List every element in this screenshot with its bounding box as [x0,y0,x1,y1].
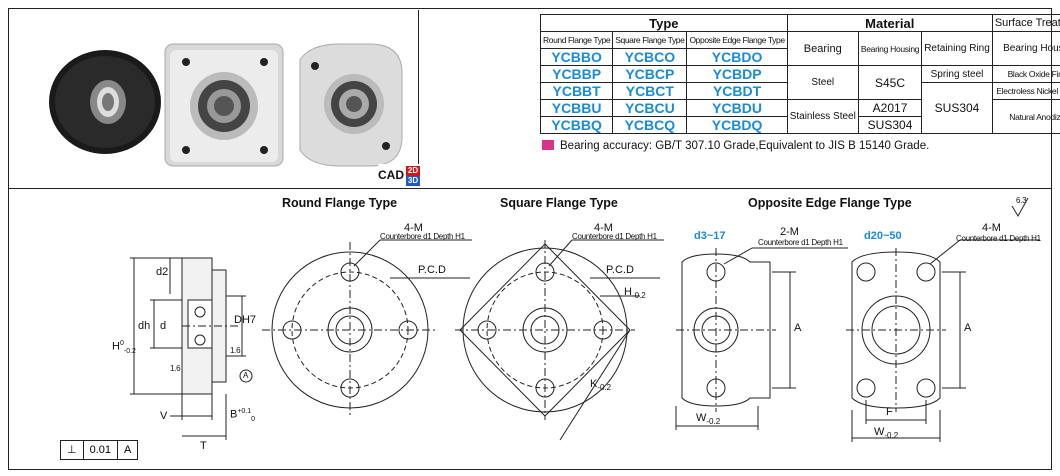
title-round: Round Flange Type [282,196,398,210]
product-illustration [49,43,403,167]
opposite-edge-small-view [675,247,848,430]
cad-badge[interactable]: CAD 2D 3D [378,164,422,188]
square-counterbore: Counterbore d1 Depth H1 [572,232,657,241]
side-d2-label: d2 [156,266,169,278]
round-flange-view [262,239,472,418]
outer-frame [8,8,1052,470]
roughness-mark [1011,197,1029,217]
side-dh7-label: DH7 [234,314,257,326]
code-cell[interactable]: YCBDT [686,82,788,100]
note-text: Bearing accuracy: GB/T 307.10 Grade,Equi… [560,140,930,152]
side-view [130,257,253,440]
cad-2d-badge[interactable]: 2D [406,166,420,176]
side-t-label: T [200,440,207,452]
section-divider [8,188,1052,189]
square-flange-view [455,239,664,441]
side-v-label: V [160,410,168,422]
side-r16b-label: 1.6 [170,364,181,373]
small-w-label: W-0.2 [696,412,721,427]
large-a-label: A [964,322,972,334]
opposite-edge-large-view [846,239,1040,442]
surface-anodizing: Natural Anodizing [991,99,1060,134]
side-dh-label: dh [138,320,151,332]
small-range-label: d3~17 [694,230,726,242]
roughness-label: 6.3 [1016,196,1027,205]
square-pcd: P.C.D [606,264,634,276]
side-r16-label: 1.6 [230,346,241,355]
cad-label: CAD [378,168,404,182]
surface-header: Surface Treatment [991,14,1060,32]
square-m-label: 4-M [594,222,613,234]
bearing-stainless: Stainless Steel [786,99,859,134]
large-counterbore: Counterbore d1 Depth H1 [956,234,1041,243]
title-opposite: Opposite Edge Flange Type [748,196,912,210]
round-m-label: 4-M [404,222,423,234]
small-a-label: A [794,322,802,334]
cad-3d-badge[interactable]: 3D [406,176,420,186]
col-housing: Bearing Housing [857,31,923,66]
small-m-label: 2-M [780,226,799,238]
side-d-label: d [160,320,167,332]
small-counterbore: Counterbore d1 Depth H1 [758,238,843,247]
code-cell[interactable]: YCBDQ [686,116,788,134]
spec-table: Type Material Surface Treatment Round Fl… [539,14,1060,134]
code-cell[interactable]: YCBCP [612,65,688,83]
product-photo: CAD 2D 3D [10,10,422,188]
large-range-label: d20~50 [864,230,902,242]
square-k-label: K-0.2 [590,378,612,393]
code-cell[interactable]: YCBBP [539,65,614,83]
tolerance-value: 0.01 [84,441,119,459]
square-h-label: H-0.2 [624,286,646,301]
title-square: Square Flange Type [500,196,618,210]
note-marker-icon [542,140,554,150]
tolerance-datum: A [124,444,132,456]
tolerance-frame: ⊥ 0.01 A [60,440,139,460]
housing-s45c: S45C [857,65,923,100]
bearing-accuracy-note: Bearing accuracy: GB/T 307.10 Grade,Equi… [542,140,929,152]
code-cell[interactable]: YCBBU [539,99,614,117]
code-cell[interactable]: YCBBO [539,48,614,66]
ring-sus304: SUS304 [921,82,993,134]
code-cell[interactable]: YCBCQ [612,116,688,134]
code-cell[interactable]: YCBCO [612,48,688,66]
perpendicularity-icon: ⊥ [61,441,84,459]
housing-sus304: SUS304 [857,116,923,134]
large-w-label: W-0.2 [874,426,899,441]
col-ring: Retaining Ring [921,31,993,66]
round-pcd: P.C.D [418,264,446,276]
round-counterbore: Counterbore d1 Depth H1 [380,232,465,241]
side-b-label: B+0.10 [230,408,256,423]
code-cell[interactable]: YCBBT [539,82,614,100]
side-h-label: H0-0.2 [112,340,136,355]
datum-a-marker: A [243,371,249,380]
large-m-label: 4-M [982,222,1001,234]
col-round: Round Flange Type [539,31,614,49]
large-f-label: F [886,406,893,418]
code-cell[interactable]: YCBBQ [539,116,614,134]
